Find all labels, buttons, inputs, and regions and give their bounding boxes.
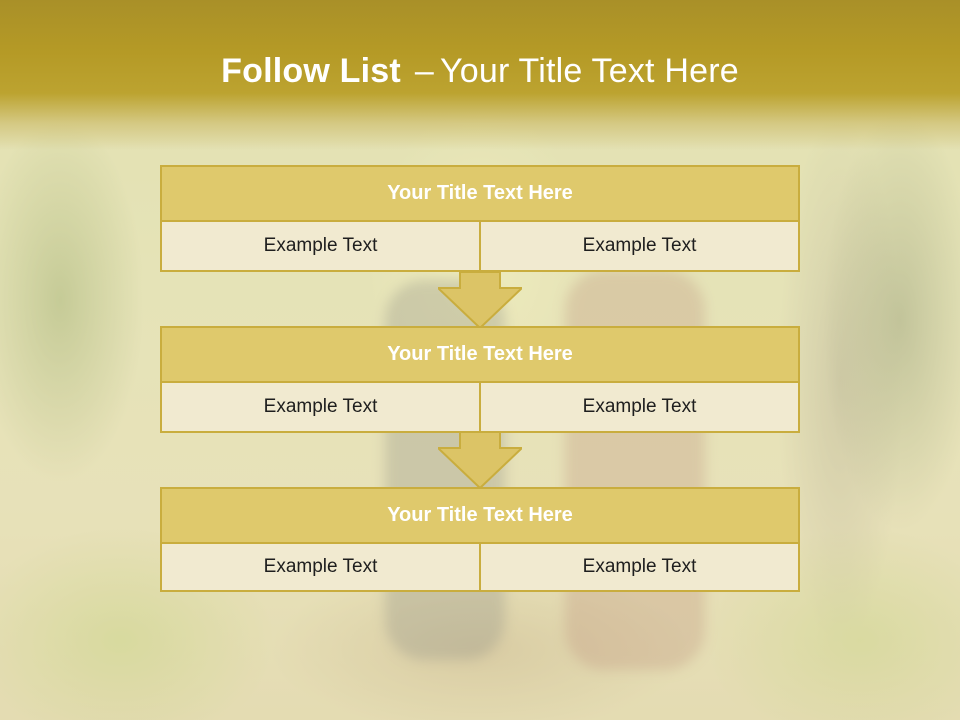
block-row: Example Text Example Text (160, 544, 800, 592)
slide-title-rest: Your Title Text Here (440, 52, 739, 90)
list-block-3: Your Title Text Here Example Text Exampl… (160, 487, 800, 592)
header-band (0, 0, 960, 150)
slide-title: Follow List–Your Title Text Here (0, 52, 960, 91)
block-row: Example Text Example Text (160, 383, 800, 433)
down-arrow-icon (438, 272, 522, 328)
block-row: Example Text Example Text (160, 222, 800, 272)
list-block-1: Your Title Text Here Example Text Exampl… (160, 165, 800, 272)
block-left-text: Example Text (160, 222, 481, 272)
block-title: Your Title Text Here (160, 165, 800, 222)
block-right-text: Example Text (481, 383, 800, 433)
block-right-text: Example Text (481, 222, 800, 272)
block-title: Your Title Text Here (160, 326, 800, 383)
block-right-text: Example Text (481, 544, 800, 592)
slide-title-separator: – (414, 52, 435, 90)
slide-title-bold: Follow List (221, 52, 401, 90)
list-block-2: Your Title Text Here Example Text Exampl… (160, 326, 800, 433)
block-left-text: Example Text (160, 544, 481, 592)
block-left-text: Example Text (160, 383, 481, 433)
down-arrow-icon (438, 432, 522, 488)
block-title: Your Title Text Here (160, 487, 800, 544)
